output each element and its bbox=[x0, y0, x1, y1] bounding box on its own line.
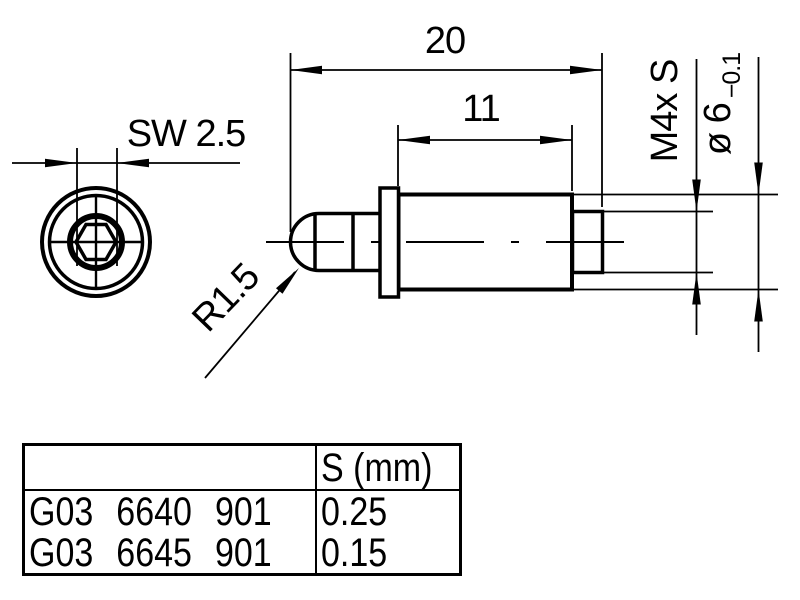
s-value-cell: 0.15 bbox=[314, 530, 461, 575]
dim-label-body-length: 11 bbox=[462, 88, 500, 130]
r15-arrowhead bbox=[276, 268, 299, 294]
s-value-cell: 0.25 bbox=[314, 489, 461, 534]
header-s-cell: S (mm) bbox=[314, 444, 461, 491]
dim-label-diameter: ø 6 −0.1 bbox=[697, 52, 746, 156]
dim20-arrowhead-left bbox=[290, 65, 322, 75]
dim11-arrowhead-left bbox=[398, 135, 430, 145]
s-value: 0.15 bbox=[320, 530, 387, 575]
dia6-arrowhead-top bbox=[754, 162, 763, 195]
part-number-value: G03 6640 901 bbox=[29, 489, 272, 534]
dia6-arrowhead-bottom bbox=[754, 289, 763, 322]
spec-table-header-row: S (mm) bbox=[23, 444, 461, 491]
part-number-value: G03 6645 901 bbox=[29, 530, 272, 575]
part-number-cell: G03 6645 901 bbox=[24, 532, 316, 575]
m4-arrowhead-top bbox=[692, 179, 701, 212]
dim-label-wrench-size: SW 2.5 bbox=[126, 113, 247, 155]
diameter-tolerance: −0.1 bbox=[718, 52, 746, 99]
dim11-arrowhead-right bbox=[540, 135, 572, 145]
side-view bbox=[266, 186, 631, 299]
sw-arrowhead-right bbox=[117, 158, 149, 168]
dim-label-total-length: 20 bbox=[424, 20, 466, 62]
table-row: G03 6645 901 0.15 bbox=[24, 532, 461, 575]
sw-arrowhead-left bbox=[45, 158, 77, 168]
leader-r15 bbox=[204, 268, 299, 379]
spec-table: S (mm) G03 6640 901 0.25 G03 6645 901 0.… bbox=[22, 443, 462, 576]
dim20-arrowhead-right bbox=[570, 65, 602, 75]
dimension-dia6 bbox=[574, 57, 778, 352]
diameter-value: ø 6 bbox=[697, 103, 739, 156]
dim-label-thread: M4x S bbox=[644, 59, 686, 163]
dimension-11 bbox=[397, 125, 573, 191]
s-value: 0.25 bbox=[320, 489, 387, 534]
table-row: G03 6640 901 0.25 bbox=[24, 490, 461, 532]
dimension-20 bbox=[289, 53, 603, 232]
part-number-cell: G03 6640 901 bbox=[24, 490, 316, 532]
header-part-number-cell bbox=[23, 444, 316, 491]
front-outer-circle bbox=[40, 186, 152, 298]
front-view bbox=[40, 186, 152, 298]
dimension-sw25 bbox=[12, 148, 240, 266]
flange bbox=[378, 186, 401, 299]
m4-arrowhead-bottom bbox=[692, 272, 701, 305]
header-s-label: S (mm) bbox=[320, 445, 432, 490]
